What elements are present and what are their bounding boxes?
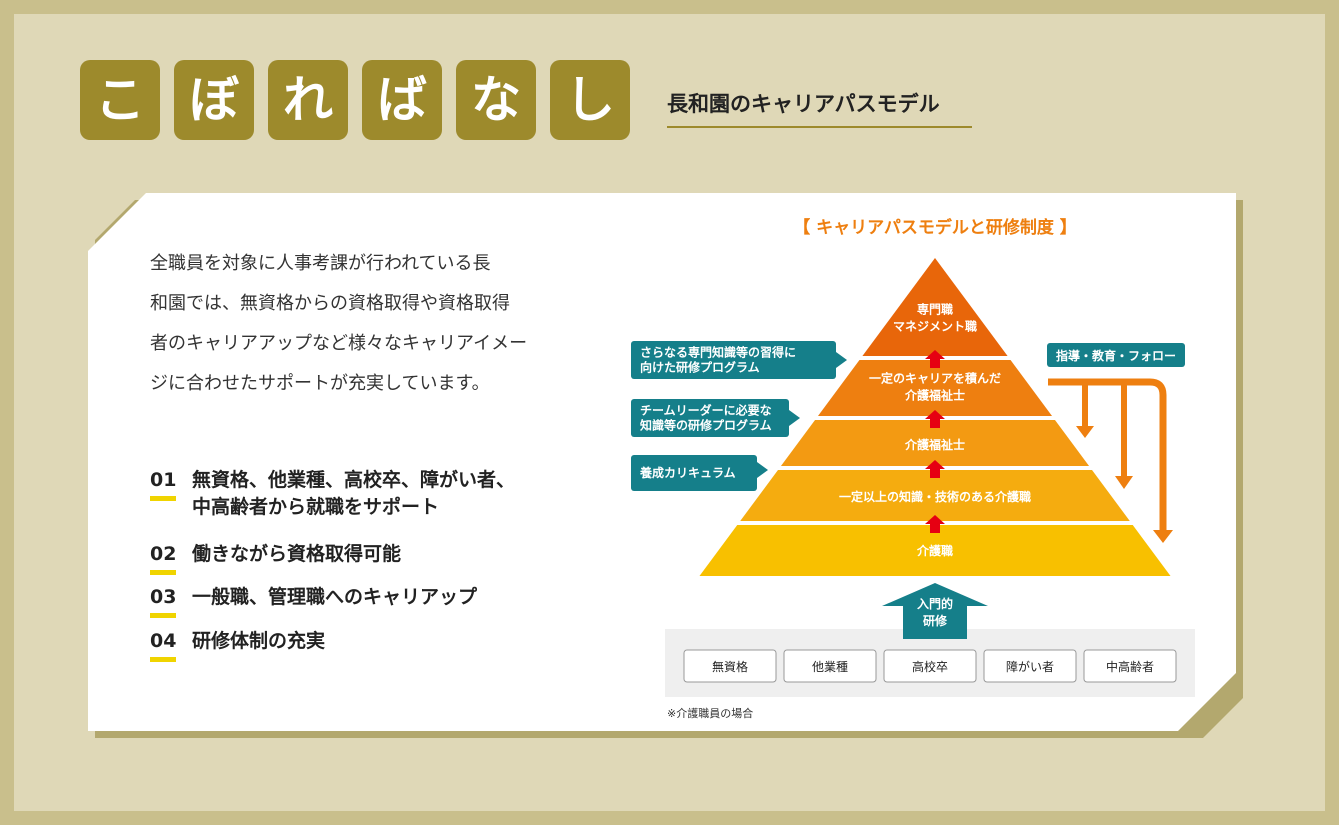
entry-box-label: 高校卒 [912, 659, 948, 674]
pyramid-level-label: 一定のキャリアを積んだ [869, 371, 1001, 386]
pyramid-level [699, 525, 1171, 576]
entry-arrow [882, 583, 988, 639]
entry-box [883, 649, 977, 683]
up-arrow-icon [925, 410, 945, 428]
feature-line: 研修体制の充実 [192, 630, 326, 652]
down-arrow-icon [1076, 426, 1094, 438]
support-arrow-line [1048, 378, 1167, 532]
support-label-text: 指導・教育・フォロー [1056, 348, 1176, 363]
title-tile: こ [80, 60, 160, 140]
pyramid-level-label: 専門職 [917, 302, 953, 317]
training-label-text: 向けた研修プログラム [640, 360, 760, 375]
pyramid-level-label: 介護職 [916, 543, 953, 558]
entry-box [1083, 649, 1177, 683]
up-arrow-icon [925, 515, 945, 533]
feature-line: 無資格、他業種、高校卒、障がい者、 [192, 469, 516, 491]
feature-line: 中高齢者から就職をサポート [192, 496, 440, 518]
pyramid-level [817, 360, 1053, 416]
training-label-box [631, 455, 757, 491]
feature-line: 一般職、管理職へのキャリアップ [192, 586, 478, 608]
pyramid-level-label: 介護福祉士 [904, 388, 965, 403]
support-label-box [1047, 343, 1185, 367]
feature-text: 無資格、他業種、高校卒、障がい者、中高齢者から就職をサポート [192, 467, 515, 521]
pyramid-level [862, 258, 1008, 356]
feature-number: 01 [150, 467, 176, 501]
pyramid-level-label: 一定以上の知識・技術のある介護職 [839, 489, 1031, 504]
entry-box-label: 無資格 [712, 659, 748, 674]
entry-arrow-text: 研修 [923, 613, 948, 628]
entry-arrow-text: 入門的 [917, 596, 953, 611]
training-label-text: 知識等の研修プログラム [639, 418, 772, 433]
entry-box-label: 他業種 [812, 660, 848, 674]
entry-box-label: 中高齢者 [1106, 659, 1154, 674]
training-label-text: チームリーダーに必要な [640, 403, 772, 418]
down-arrow-icon [1115, 476, 1133, 489]
feature-number: 02 [150, 541, 176, 575]
feature-text: 研修体制の充実 [192, 628, 325, 655]
training-label-box [631, 399, 789, 437]
feature-line: 働きながら資格取得可能 [192, 543, 402, 565]
footnote: ※介護職員の場合 [667, 706, 753, 720]
right-arrow-icon [836, 352, 847, 368]
title-tile: れ [268, 60, 348, 140]
feature-text: 一般職、管理職へのキャリアップ [192, 584, 477, 611]
right-arrow-icon [789, 410, 800, 426]
entry-box [783, 649, 877, 683]
entry-box [983, 649, 1077, 683]
title-tile: ぼ [174, 60, 254, 140]
intro-line: 者のキャリアアップなど様々なキャリアイメー [150, 333, 528, 354]
down-arrow-icon [1153, 530, 1173, 543]
pyramid-level-label: 介護福祉士 [904, 437, 965, 452]
pyramid-level [740, 470, 1130, 521]
intro-paragraph: 全職員を対象に人事考課が行われている長和園では、無資格からの資格取得や資格取得者… [150, 244, 590, 404]
entry-box-label: 障がい者 [1006, 659, 1054, 674]
feature-number: 04 [150, 628, 176, 662]
pyramid-level-label: マネジメント職 [893, 319, 977, 334]
feature-text: 働きながら資格取得可能 [192, 541, 401, 568]
subtitle: 長和園のキャリアパスモデル [667, 88, 972, 128]
title-tile: な [456, 60, 536, 140]
up-arrow-icon [925, 460, 945, 478]
pyramid-level [780, 420, 1090, 466]
intro-line: 和園では、無資格からの資格取得や資格取得 [150, 293, 510, 314]
title-tile: ば [362, 60, 442, 140]
intro-line: 全職員を対象に人事考課が行われている長 [150, 253, 491, 274]
diagram-title: 【 キャリアパスモデルと研修制度 】 [793, 217, 1077, 238]
entry-box [683, 649, 777, 683]
training-label-text: 養成カリキュラム [639, 465, 736, 480]
title-tile: し [550, 60, 630, 140]
right-arrow-icon [757, 462, 768, 478]
training-label-text: さらなる専門知識等の習得に [640, 345, 796, 360]
intro-line: ジに合わせたサポートが充実しています。 [150, 373, 490, 394]
up-arrow-icon [925, 350, 945, 368]
training-label-box [631, 341, 836, 379]
feature-number: 03 [150, 584, 176, 618]
